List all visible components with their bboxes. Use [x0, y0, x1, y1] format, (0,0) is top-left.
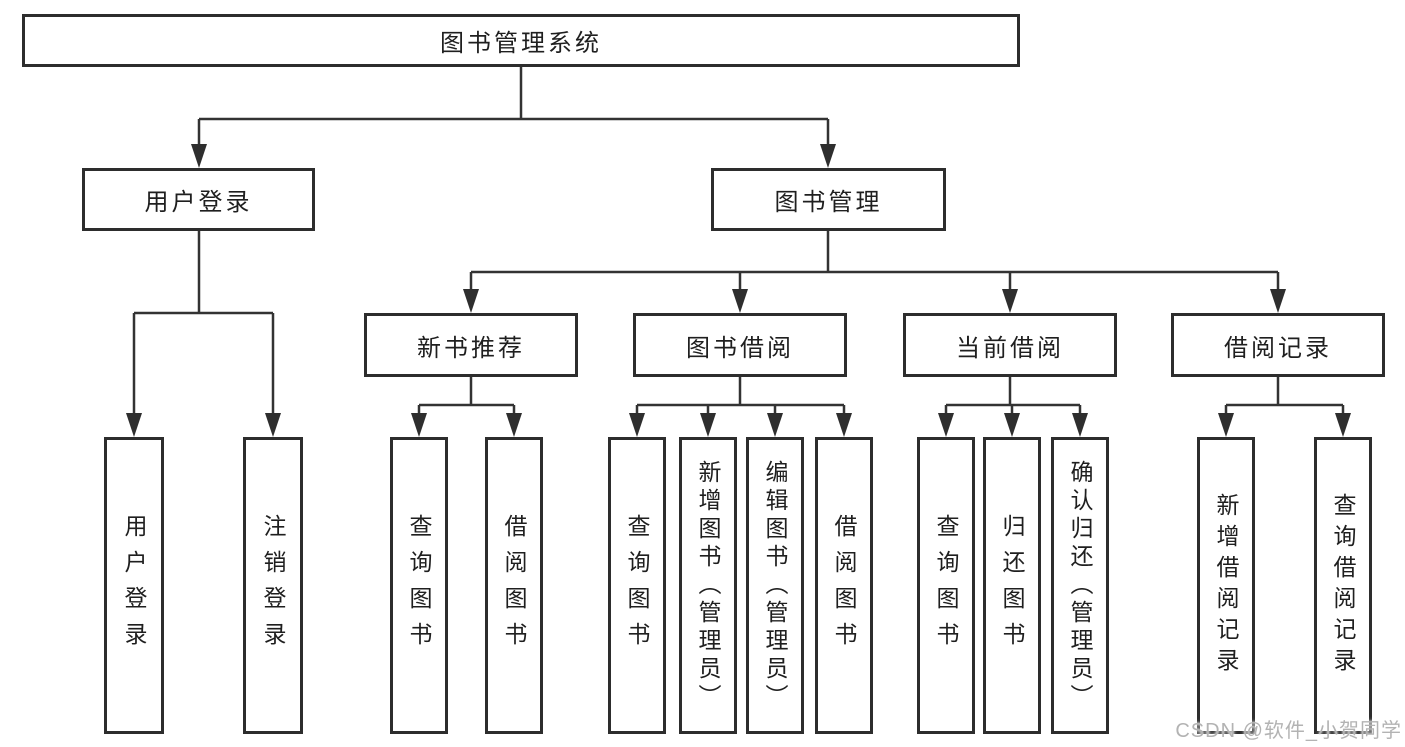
leaf-query-borrow-record: 查询借阅记录: [1314, 437, 1372, 734]
leaf-return-book: 归还图书: [983, 437, 1041, 734]
branch-borrowing-records: 借阅记录: [1171, 313, 1385, 377]
leaf-logout-label: 注销登录: [260, 513, 286, 658]
leaf-recommend-query-books-label: 查询图书: [406, 513, 432, 658]
leaf-borrowing-borrow-books: 借阅图书: [815, 437, 873, 734]
leaf-user-login-label: 用户登录: [121, 513, 147, 658]
branch-borrowing-records-label: 借阅记录: [1224, 334, 1332, 362]
branch-new-book-recommend-label: 新书推荐: [417, 334, 525, 362]
leaf-add-book-admin-label: 新增图书（管理员）: [695, 459, 721, 712]
node-book-management: 图书管理: [711, 168, 946, 231]
node-book-management-label: 图书管理: [774, 189, 883, 216]
node-user-login: 用户登录: [82, 168, 315, 231]
leaf-return-book-label: 归还图书: [999, 513, 1025, 658]
leaf-current-query-books-label: 查询图书: [933, 513, 959, 658]
leaf-query-borrow-record-label: 查询借阅记录: [1330, 492, 1356, 679]
node-root: 图书管理系统: [22, 14, 1020, 67]
leaf-add-borrow-record: 新增借阅记录: [1197, 437, 1255, 734]
leaf-borrowing-query-books: 查询图书: [608, 437, 666, 734]
leaf-add-book-admin: 新增图书（管理员）: [679, 437, 737, 734]
leaf-borrowing-borrow-books-label: 借阅图书: [831, 513, 857, 658]
leaf-edit-book-admin-label: 编辑图书（管理员）: [762, 459, 788, 712]
leaf-recommend-query-books: 查询图书: [390, 437, 448, 734]
leaf-recommend-borrow-books-label: 借阅图书: [501, 513, 527, 658]
leaf-add-borrow-record-label: 新增借阅记录: [1213, 492, 1239, 679]
node-root-label: 图书管理系统: [440, 30, 602, 57]
branch-current-borrowing: 当前借阅: [903, 313, 1117, 377]
leaf-edit-book-admin: 编辑图书（管理员）: [746, 437, 804, 734]
leaf-confirm-return-admin: 确认归还（管理员）: [1051, 437, 1109, 734]
leaf-confirm-return-admin-label: 确认归还（管理员）: [1067, 459, 1093, 712]
branch-current-borrowing-label: 当前借阅: [956, 334, 1064, 362]
leaf-user-login: 用户登录: [104, 437, 164, 734]
leaf-borrowing-query-books-label: 查询图书: [624, 513, 650, 658]
node-user-login-label: 用户登录: [144, 189, 253, 216]
branch-new-book-recommend: 新书推荐: [364, 313, 578, 377]
branch-book-borrowing-label: 图书借阅: [686, 334, 794, 362]
leaf-current-query-books: 查询图书: [917, 437, 975, 734]
leaf-recommend-borrow-books: 借阅图书: [485, 437, 543, 734]
leaf-logout: 注销登录: [243, 437, 303, 734]
branch-book-borrowing: 图书借阅: [633, 313, 847, 377]
csdn-watermark: CSDN @软件_小贺同学: [1175, 720, 1402, 742]
